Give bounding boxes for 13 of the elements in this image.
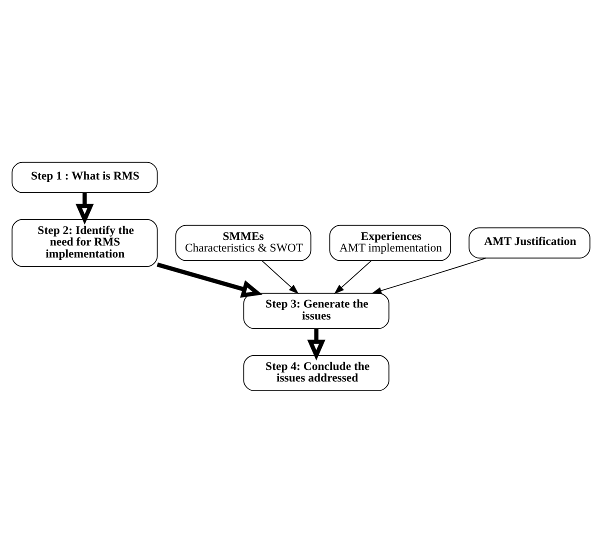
node-box: Step 3: Generate the issues xyxy=(243,292,390,328)
node-box: SMMEs Characteristics & SWOT xyxy=(175,224,312,260)
arrow xyxy=(262,260,299,294)
arrow xyxy=(76,192,94,224)
arrow xyxy=(156,262,262,298)
node-box: Experiences AMT implementation xyxy=(329,224,452,260)
arrow xyxy=(307,328,326,360)
node-box: Step 4: Conclude the issues addressed xyxy=(243,354,390,391)
arrow xyxy=(334,260,372,294)
arrow xyxy=(371,257,486,294)
node-box: Step 1 : What is RMS xyxy=(12,161,158,192)
node-box: Step 2: Identify the need for RMS implementation xyxy=(12,218,158,266)
node-box: AMT Justification xyxy=(468,226,590,258)
